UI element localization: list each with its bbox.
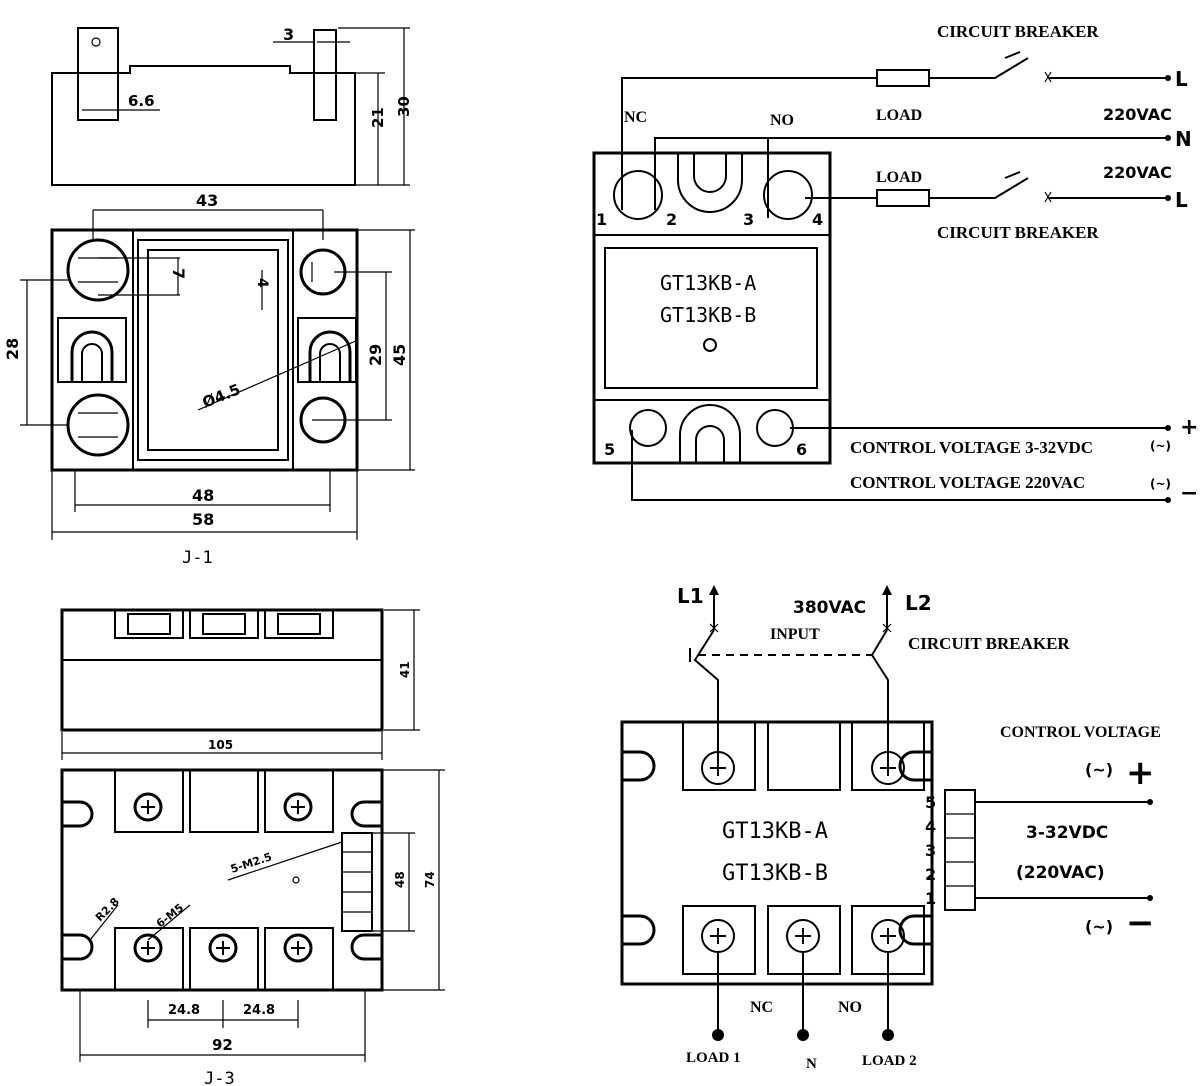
dim-screw-m5: 6-M5 <box>154 901 186 930</box>
voltage-label-bottom: 220VAC <box>1103 163 1172 182</box>
no-label: NO <box>770 112 794 129</box>
line-l-bottom: L <box>1175 188 1188 212</box>
load-label-bottom: LOAD <box>876 169 922 186</box>
ac-alt-label: (220VAC) <box>1016 863 1105 883</box>
model-a-label-3: GT13KB-A <box>722 819 828 844</box>
nc-label: NC <box>624 109 647 126</box>
plus-label-3: + <box>1126 753 1155 793</box>
terminal-4-label: 4 <box>812 210 823 229</box>
dim-pitch-right: 24.8 <box>243 1003 275 1018</box>
model-a-label: GT13KB-A <box>660 271 756 295</box>
terminal-3-label: 3 <box>743 210 754 229</box>
model-b-label-3: GT13KB-B <box>722 861 828 886</box>
dim-screw-size: 4 <box>254 278 270 288</box>
nc-label-3: NC <box>750 999 773 1016</box>
dim-mount-pitch: 48 <box>192 486 214 505</box>
dim-mount-pitch-92: 92 <box>212 1036 233 1054</box>
tilde-minus-label: (~) <box>1085 917 1113 936</box>
dim-height-74: 74 <box>423 871 437 888</box>
dim-inner-height: 48 <box>393 871 407 888</box>
dim-pin-width: 3 <box>283 25 294 44</box>
dim-top-width: 43 <box>196 191 218 210</box>
dim-radius: R2.8 <box>93 895 122 924</box>
dim-height: 45 <box>390 344 409 366</box>
j1-top-view: 43 7 4 Ø4.5 28 <box>3 191 415 568</box>
tilde-plus-label: (~) <box>1085 760 1113 779</box>
dc-range-label: 3-32VDC <box>1026 823 1108 843</box>
plus-label: + <box>1180 415 1198 440</box>
terminal-2-label-3: 2 <box>925 865 936 884</box>
dim-side-height: 41 <box>398 661 412 678</box>
circuit-breaker-label-top: CIRCUIT BREAKER <box>937 22 1099 41</box>
terminal-6-label: 6 <box>796 440 807 459</box>
circuit-breaker-label-bottom: CIRCUIT BREAKER <box>937 223 1099 242</box>
wiring-diagram-single-phase: CIRCUIT BREAKER CIRCUIT BREAKER LOAD LOA… <box>592 22 1198 506</box>
j3-caption: J-3 <box>204 1069 235 1086</box>
control-voltage-ac-label: CONTROL VOLTAGE 220VAC <box>850 473 1085 492</box>
minus-label: − <box>1180 481 1198 506</box>
minus-label-3: − <box>1126 903 1155 943</box>
input-label: INPUT <box>770 626 820 643</box>
terminal-2-label: 2 <box>666 210 677 229</box>
l2-label: L2 <box>905 591 932 615</box>
j1-caption: J-1 <box>182 548 213 568</box>
wiring-diagram-three-phase: L1 L2 380VAC INPUT CIRCUIT BREAKER CONTR… <box>620 584 1161 1072</box>
tilde-label-bottom: (~) <box>1150 477 1171 491</box>
tilde-label-top: (~) <box>1150 439 1171 453</box>
model-b-label: GT13KB-B <box>660 303 756 327</box>
load2-label: LOAD 2 <box>862 1053 917 1069</box>
voltage-380-label: 380VAC <box>793 598 866 618</box>
dim-left-pitch: 28 <box>3 338 22 360</box>
dim-pin-spacing: 6.6 <box>128 92 155 110</box>
dim-right-pitch: 29 <box>366 344 385 366</box>
control-voltage-dc-label: CONTROL VOLTAGE 3-32VDC <box>850 438 1093 457</box>
circuit-breaker-3-label: CIRCUIT BREAKER <box>908 634 1070 653</box>
dim-total-height: 30 <box>395 96 413 117</box>
terminal-3-label-3: 3 <box>925 841 936 860</box>
l1-label: L1 <box>677 584 704 608</box>
dim-body-height: 21 <box>369 107 387 128</box>
no-label-3: NO <box>838 999 862 1016</box>
j3-side-view: 41 105 <box>60 608 420 760</box>
line-l-top: L <box>1175 67 1188 91</box>
voltage-label-top: 220VAC <box>1103 105 1172 124</box>
terminal-4-label-3: 4 <box>925 817 936 836</box>
terminal-1-label-3: 1 <box>925 889 936 908</box>
dim-total-width: 105 <box>208 738 233 752</box>
load-label-top: LOAD <box>876 107 922 124</box>
control-voltage-3-label: CONTROL VOLTAGE <box>1000 724 1161 741</box>
terminal-1-label: 1 <box>596 210 607 229</box>
terminal-5-label-3: 5 <box>925 793 936 812</box>
dim-screw-offset: 7 <box>169 268 188 279</box>
j3-top-view: 5-M2.5 6-M5 R2.8 48 74 24.8 24.8 92 J-3 <box>60 768 445 1086</box>
dim-hole-diameter: Ø4.5 <box>200 380 243 411</box>
n-label: N <box>806 1056 817 1072</box>
dim-width: 58 <box>192 510 214 529</box>
line-n: N <box>1175 127 1192 151</box>
load1-label: LOAD 1 <box>686 1050 741 1066</box>
dim-pitch-left: 24.8 <box>168 1003 200 1018</box>
terminal-5-label: 5 <box>604 440 615 459</box>
j1-side-view: 3 6.6 21 30 <box>51 25 413 186</box>
